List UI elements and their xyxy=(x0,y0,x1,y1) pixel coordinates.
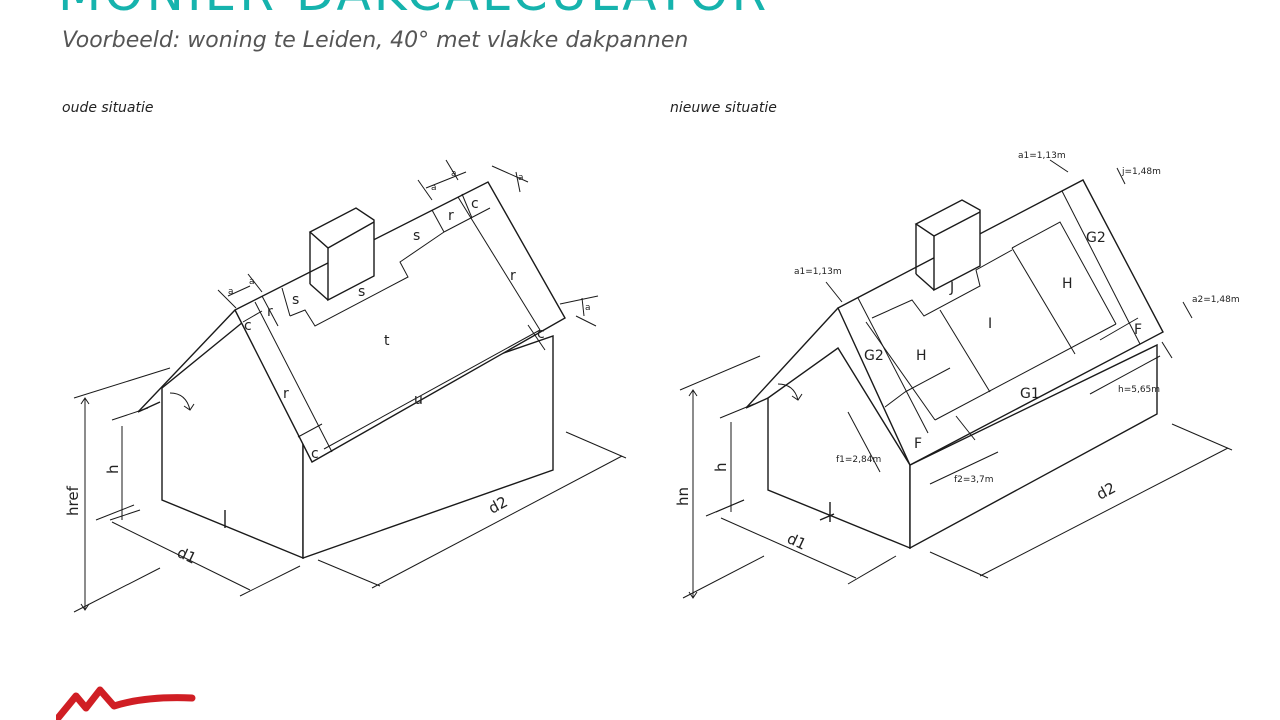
a1-top-measure: a1=1,13m xyxy=(1018,151,1066,161)
old-situation-house: c r s s s r c r c r t u c a a a a a a hr… xyxy=(64,159,627,613)
d1-label: d1 xyxy=(784,529,809,553)
zone-c-label: c xyxy=(537,326,545,342)
zone-g2-label: G2 xyxy=(1086,230,1106,246)
f2-measure: f2=3,7m xyxy=(954,475,994,485)
zone-u-label: u xyxy=(414,392,423,408)
zone-r-label: r xyxy=(510,268,516,284)
zone-c-label: c xyxy=(311,446,319,462)
zone-f-label: F xyxy=(1134,322,1142,338)
a1-left-measure: a1=1,13m xyxy=(794,267,842,277)
new-roof-plane xyxy=(837,179,1164,466)
zone-a-label: a xyxy=(228,287,234,297)
zone-i-label: I xyxy=(988,316,992,332)
h-label: h xyxy=(104,464,122,474)
zone-r-label: r xyxy=(283,386,289,402)
zone-h-label: H xyxy=(1062,276,1073,292)
h-length-measure: h=5,65m xyxy=(1118,385,1160,395)
zone-a-label: a xyxy=(249,277,255,287)
zone-s-label: s xyxy=(292,292,299,308)
zone-s-label: s xyxy=(358,284,365,300)
zone-c-label: c xyxy=(471,196,479,212)
new-situation-house: G2 H I J H G2 F G1 F a1=1,13m a1=1,13m j… xyxy=(674,151,1240,599)
d2-label: d2 xyxy=(485,493,510,518)
zone-r-label: r xyxy=(448,208,454,224)
zone-s-label: s xyxy=(413,228,420,244)
zone-f-label: F xyxy=(914,436,922,452)
a2-measure: a2=1,48m xyxy=(1192,295,1240,305)
hn-label: hn xyxy=(674,487,692,506)
page-title: MONIER DAKCALCULATOR xyxy=(58,0,769,22)
d1-label: d1 xyxy=(174,543,199,567)
f1-measure: f1=2,84m xyxy=(836,455,881,465)
zone-g2-label: G2 xyxy=(864,348,884,364)
j-measure: j=1,48m xyxy=(1121,167,1161,177)
new-situation-label: nieuwe situatie xyxy=(670,100,777,116)
zone-h-label: H xyxy=(916,348,927,364)
zone-a-label: a xyxy=(431,183,437,193)
monier-logo-icon xyxy=(56,686,196,720)
zone-a-label: a xyxy=(451,169,457,179)
zone-a-label: a xyxy=(518,173,524,183)
page-subtitle: Voorbeeld: woning te Leiden, 40° met vla… xyxy=(62,28,689,53)
old-situation-label: oude situatie xyxy=(62,100,154,116)
h-label: h xyxy=(712,462,730,472)
zone-g1-label: G1 xyxy=(1020,386,1040,402)
zone-j-label: J xyxy=(949,280,954,296)
zone-c-label: c xyxy=(244,318,252,334)
new-side-wall xyxy=(909,343,1158,550)
zone-a-label: a xyxy=(585,303,591,313)
zone-r-label: r xyxy=(267,304,273,320)
href-label: href xyxy=(64,485,82,516)
old-roof-plane xyxy=(234,181,566,463)
zone-t-label: t xyxy=(384,333,390,349)
d2-label: d2 xyxy=(1093,479,1118,504)
